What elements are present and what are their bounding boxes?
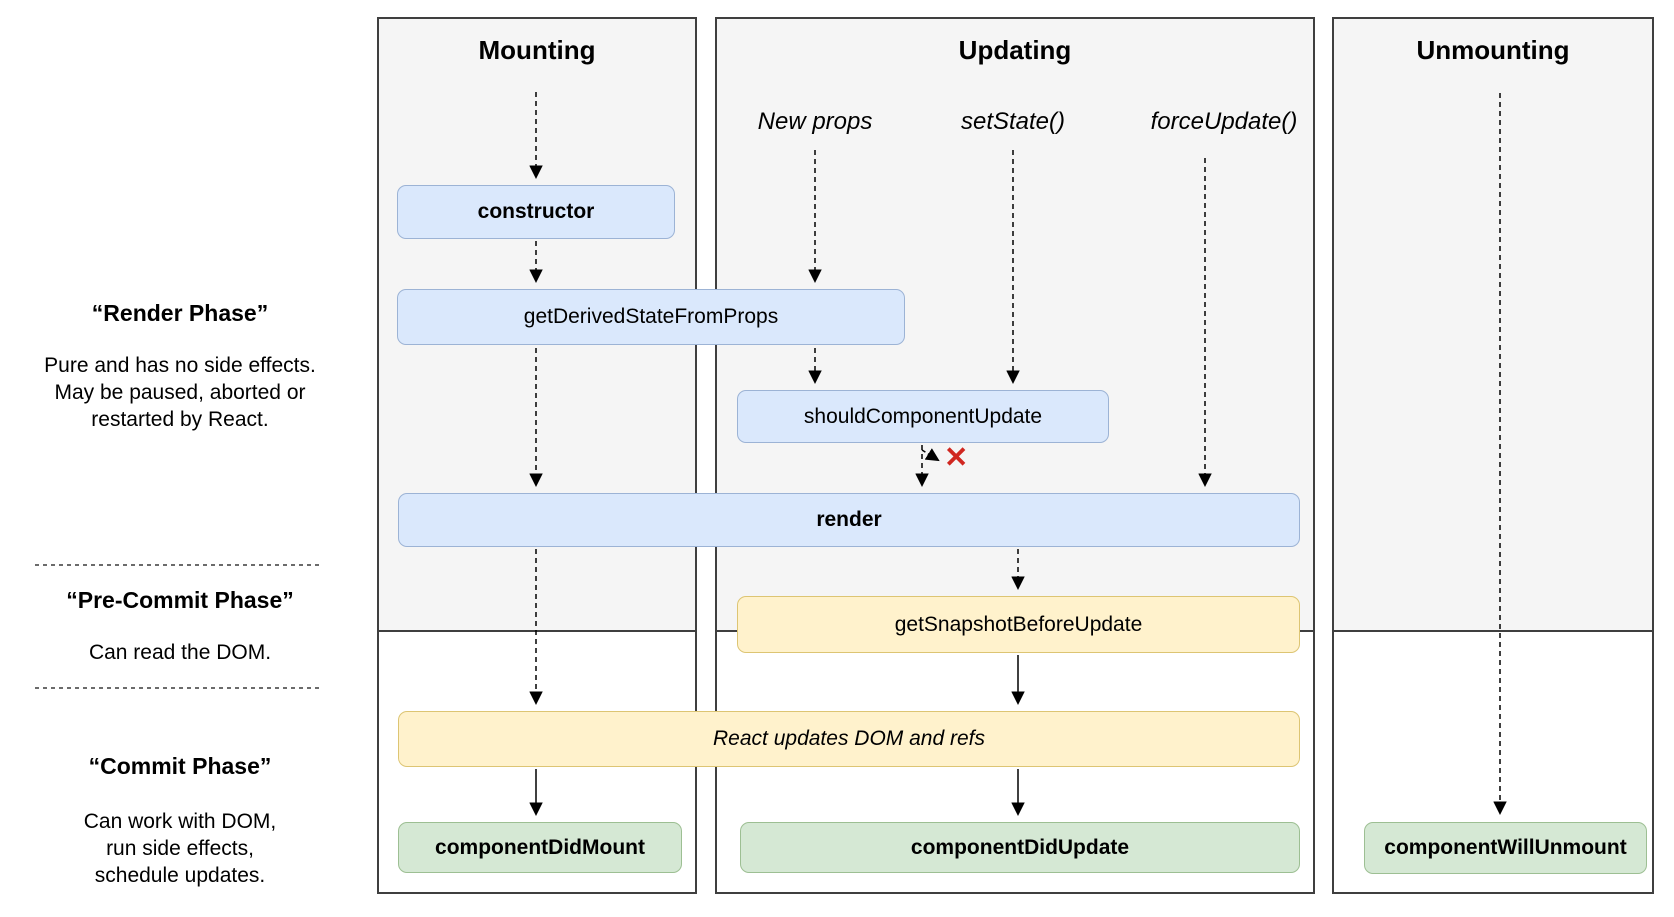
node-component-did-update[interactable]: componentDidUpdate [740, 822, 1300, 873]
column-unmounting-title: Unmounting [1416, 35, 1570, 65]
column-mounting-title: Mounting [478, 35, 596, 65]
node-should-component-update[interactable]: shouldComponentUpdate [737, 390, 1109, 443]
trigger-force-update: forceUpdate() [1150, 108, 1298, 135]
node-component-did-mount[interactable]: componentDidMount [398, 822, 682, 873]
trigger-set-state: setState() [960, 108, 1066, 135]
column-unmounting: Unmounting [1332, 17, 1654, 894]
column-updating-title: Updating [958, 35, 1072, 65]
node-react-updates-dom-and-refs: React updates DOM and refs [398, 711, 1300, 767]
render-phase-title: “Render Phase” [91, 300, 269, 326]
skip-update-x-icon: ✕ [944, 442, 969, 474]
trigger-new-props: New props [757, 108, 873, 135]
node-render[interactable]: render [398, 493, 1300, 547]
commit-phase-title: “Commit Phase” [88, 753, 272, 779]
commit-phase-description: Can work with DOM, run side effects, sch… [83, 810, 277, 887]
unmounting-render-phase-area [1334, 19, 1652, 632]
node-get-snapshot-before-update[interactable]: getSnapshotBeforeUpdate [737, 596, 1300, 653]
pre-commit-phase-title: “Pre-Commit Phase” [66, 587, 294, 613]
node-component-will-unmount[interactable]: componentWillUnmount [1364, 822, 1647, 874]
pre-commit-phase-description: Can read the DOM. [88, 641, 272, 664]
node-get-derived-state-from-props[interactable]: getDerivedStateFromProps [397, 289, 905, 345]
node-constructor[interactable]: constructor [397, 185, 675, 239]
render-phase-description: Pure and has no side effects. May be pau… [44, 354, 316, 431]
